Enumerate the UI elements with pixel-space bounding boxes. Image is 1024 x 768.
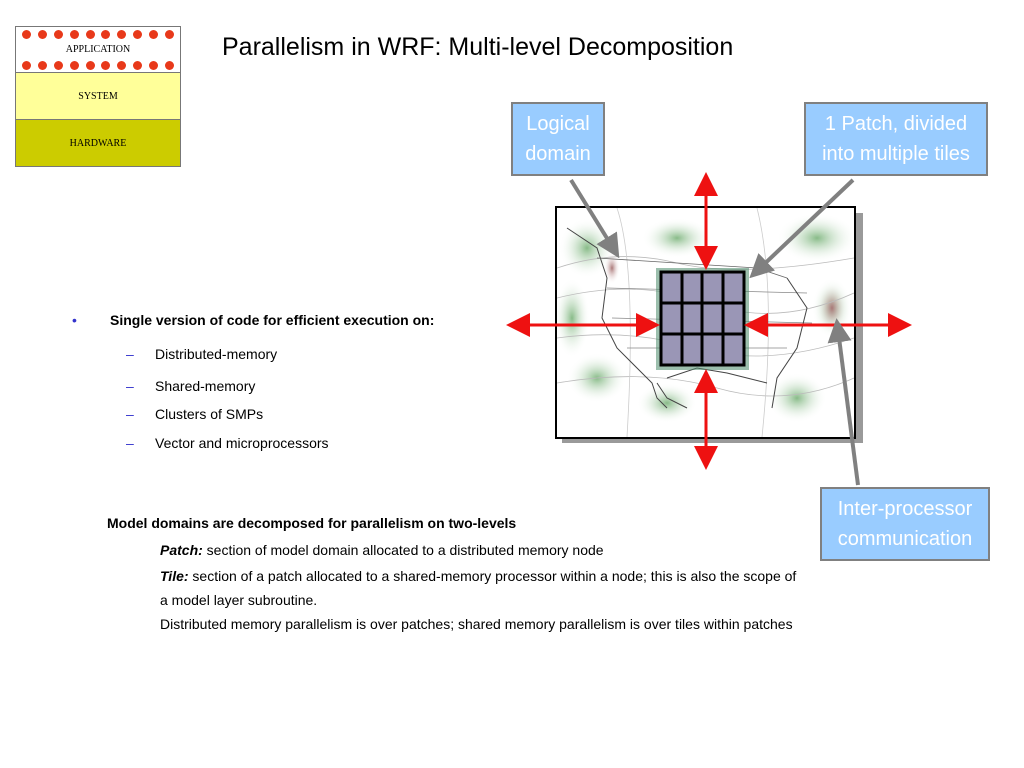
callout-logical-line-2: domain: [525, 143, 591, 165]
bullet-sub-item: – Clusters of SMPs: [126, 406, 263, 422]
patch-definition: Patch: section of model domain allocated…: [160, 538, 800, 562]
callout-patch-tiles: 1 Patch, divided into multiple tiles: [804, 102, 988, 176]
bullet-sub-item: – Distributed-memory: [126, 346, 277, 362]
red-dot-row-top: [22, 29, 174, 39]
callout-logical-domain: Logical domain: [511, 102, 605, 176]
callout-inter-processor: Inter-processor communication: [820, 487, 990, 561]
dash-icon: –: [126, 346, 134, 362]
dash-icon: –: [126, 406, 134, 422]
system-label: SYSTEM: [78, 90, 118, 102]
tile-term: Tile:: [160, 568, 189, 584]
bullet-sub-item: – Vector and microprocessors: [126, 435, 329, 451]
red-dot-row-bottom: [22, 60, 174, 70]
application-layer: APPLICATION: [15, 26, 181, 73]
decomposition-heading: Model domains are decomposed for paralle…: [107, 515, 517, 531]
application-label: APPLICATION: [65, 44, 131, 55]
bullet-main: • Single version of code for efficient ex…: [72, 312, 434, 328]
layer-stack: APPLICATION SYSTEM HARDWARE: [15, 26, 181, 167]
map-illustration: [557, 208, 854, 437]
callout-logical-line-1: Logical: [526, 113, 590, 135]
patch-term: Patch:: [160, 542, 203, 558]
weather-map: [555, 206, 856, 439]
callout-patch-line-2: into multiple tiles: [822, 143, 970, 165]
hardware-label: HARDWARE: [69, 137, 127, 149]
bullet-sub-item: – Shared-memory: [126, 378, 255, 394]
bullet-sub-text: Shared-memory: [155, 378, 256, 394]
bullet-sub-text: Distributed-memory: [155, 346, 278, 362]
bullet-sub-text: Vector and microprocessors: [155, 435, 329, 451]
system-layer: SYSTEM: [15, 72, 181, 120]
dash-icon: –: [126, 435, 134, 451]
callout-comm-line-2: communication: [837, 528, 973, 550]
tile-text: section of a patch allocated to a shared…: [160, 568, 797, 608]
bullet-sub-text: Clusters of SMPs: [155, 406, 264, 422]
patch-text: section of model domain allocated to a d…: [202, 542, 604, 558]
callout-comm-line-1: Inter-processor: [837, 498, 973, 520]
callout-patch-line-1: 1 Patch, divided: [824, 113, 968, 135]
dash-icon: –: [126, 378, 134, 394]
bullet-main-text: Single version of code for efficient exe…: [110, 312, 435, 328]
hardware-layer: HARDWARE: [15, 119, 181, 167]
bullet-dot-icon: •: [72, 312, 77, 328]
tile-definition: Tile: section of a patch allocated to a …: [160, 564, 800, 612]
slide-title: Parallelism in WRF: Multi-level Decompos…: [222, 33, 734, 61]
parallelism-summary: Distributed memory parallelism is over p…: [160, 616, 793, 632]
